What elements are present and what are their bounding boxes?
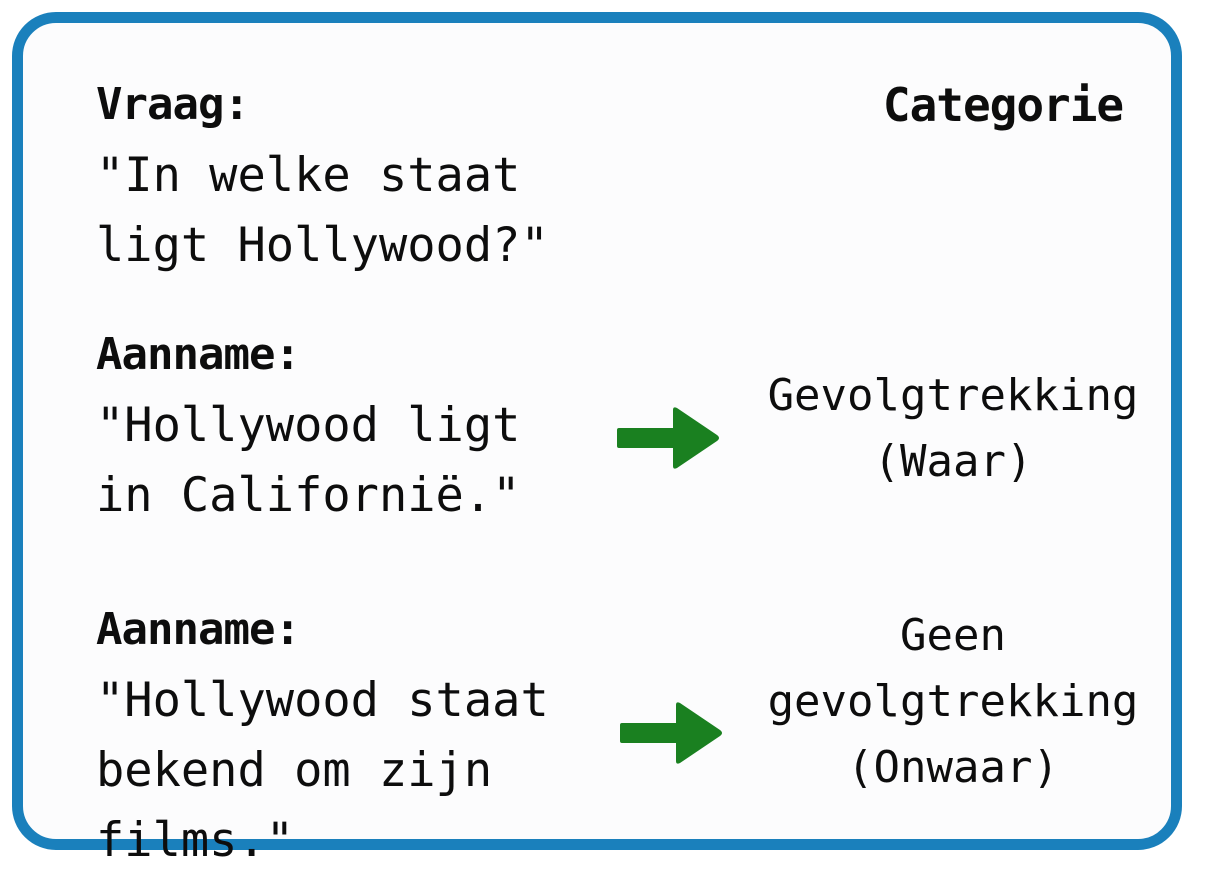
category-1-line-1: Gevolgtrekking: [767, 370, 1139, 421]
assumption-1-line-2: in Californië.": [96, 468, 521, 523]
category-2-line-1: Geen: [900, 610, 1006, 661]
assumption-1-line-1: "Hollywood ligt: [96, 398, 521, 453]
category-column-header: Categorie: [882, 78, 1124, 132]
category-2-line-2: gevolgtrekking: [767, 676, 1139, 727]
assumption-2-line-3: films.": [96, 813, 295, 868]
assumption-2-label: Aanname:: [96, 604, 301, 655]
assumption-1-label: Aanname:: [96, 329, 301, 380]
question-line-1: "In welke staat: [96, 148, 521, 203]
assumption-2-line-1: "Hollywood staat: [96, 673, 549, 728]
diagram-panel: Vraag: Categorie "In welke staat ligt Ho…: [23, 23, 1171, 868]
arrow-right-icon: [617, 406, 721, 470]
question-label: Vraag:: [96, 79, 250, 130]
arrow-right-icon: [620, 701, 724, 765]
assumption-2-line-2: bekend om zijn: [96, 743, 493, 798]
question-line-2: ligt Hollywood?": [96, 218, 549, 273]
category-1: Gevolgtrekking (Waar): [723, 363, 1183, 495]
category-2-line-3: (Onwaar): [847, 742, 1059, 793]
category-2: Geen gevolgtrekking (Onwaar): [723, 603, 1183, 801]
category-1-line-2: (Waar): [873, 436, 1033, 487]
diagram-card: Vraag: Categorie "In welke staat ligt Ho…: [12, 12, 1182, 868]
